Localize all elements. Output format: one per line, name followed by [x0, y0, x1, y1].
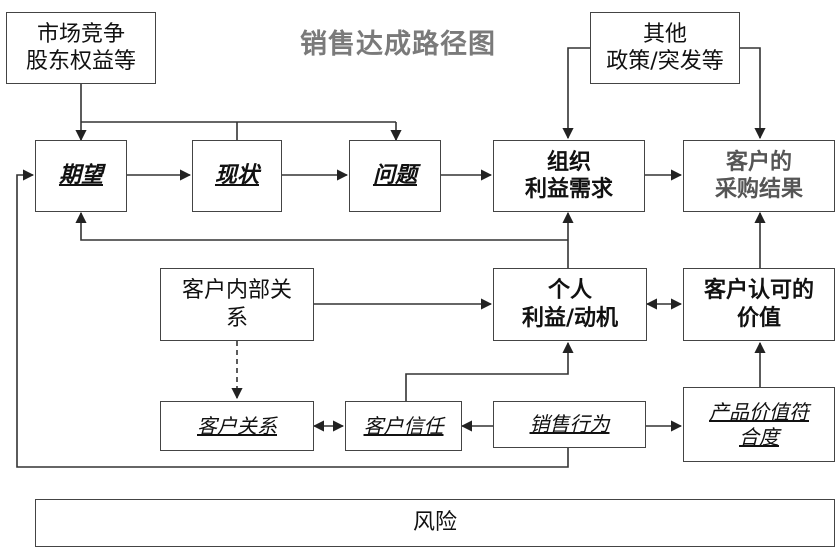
- node-current-state: 现状: [192, 140, 282, 212]
- node-customer-trust: 客户信任: [345, 401, 462, 451]
- node-product-fit: 产品价值符 合度: [683, 387, 835, 462]
- node-market-line2: 股东权益等: [25, 49, 136, 74]
- node-relations-line1: 客户内部关: [181, 278, 292, 303]
- node-market-line1: 市场竞争: [36, 21, 125, 47]
- node-value-line2: 价值: [736, 305, 781, 331]
- node-org-interest-needs: 组织 利益需求: [493, 140, 645, 212]
- node-problem-label: 问题: [372, 163, 417, 189]
- node-other-line2: 政策/突发等: [606, 49, 724, 74]
- arrow-feedback-to-expectation: [75, 211, 568, 241]
- arrow-other-to-needs: [562, 47, 590, 140]
- node-fit-line1: 产品价值符: [709, 399, 809, 424]
- node-risk: 风险: [35, 499, 835, 547]
- node-fit-line2: 合度: [739, 424, 779, 449]
- arrow-sales-loop-to-expectation: [16, 169, 569, 468]
- node-sales-behavior: 销售行为: [493, 401, 646, 448]
- node-other-line1: 其他: [642, 21, 687, 47]
- node-purchase-result: 客户的 采购结果: [683, 140, 835, 212]
- node-personal-line2: 利益/动机: [521, 305, 619, 331]
- node-recognized-value: 客户认可的 价值: [683, 268, 835, 341]
- node-current-label: 现状: [214, 163, 259, 189]
- node-expectation-label: 期望: [58, 163, 103, 189]
- node-value-line1: 客户认可的: [703, 278, 814, 303]
- node-personal-interest: 个人 利益/动机: [493, 268, 647, 341]
- node-trust-label: 客户信任: [363, 413, 444, 438]
- node-internal-relations: 客户内部关 系: [160, 268, 314, 341]
- page-title: 销售达成路径图: [300, 29, 496, 60]
- node-relation-label: 客户关系: [197, 413, 277, 438]
- node-result-line1: 客户的: [725, 149, 792, 175]
- node-org-line2: 利益需求: [524, 177, 613, 202]
- node-expectation: 期望: [35, 140, 127, 212]
- node-result-line2: 采购结果: [714, 177, 803, 202]
- arrow-trust-to-personal: [405, 341, 574, 401]
- node-problem: 问题: [349, 140, 441, 212]
- arrow-other-to-result: [740, 47, 766, 140]
- node-market-competition: 市场竞争 股东权益等: [6, 12, 156, 84]
- node-sales-label: 销售行为: [529, 412, 610, 436]
- node-other-factors: 其他 政策/突发等: [590, 12, 740, 84]
- node-relations-line2: 系: [225, 305, 248, 331]
- node-risk-label: 风险: [412, 510, 457, 536]
- node-personal-line1: 个人: [547, 278, 592, 303]
- node-org-line1: 组织: [546, 149, 591, 175]
- node-customer-relation: 客户关系: [160, 401, 314, 451]
